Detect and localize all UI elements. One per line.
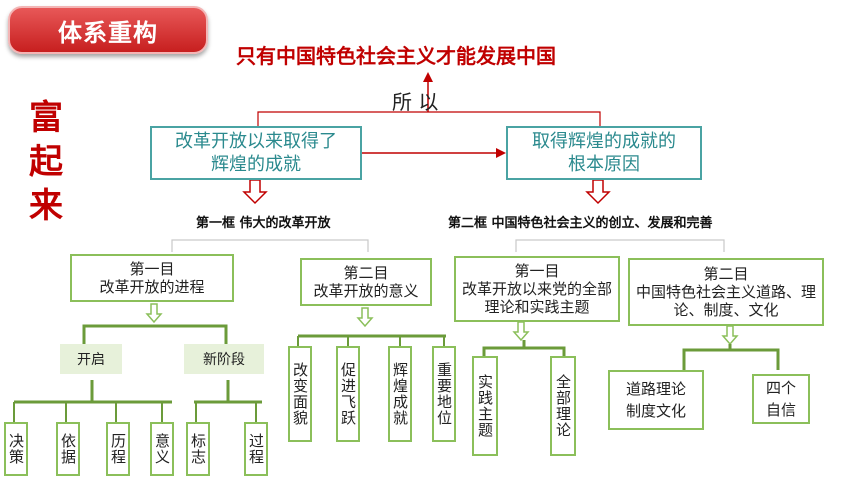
tree-mu4 (682, 348, 780, 370)
right-box-line1: 取得辉煌的成就的 (532, 131, 676, 152)
leaf-gaibianmianmao: 改变面貌 (288, 346, 312, 442)
leaf-guocheng: 过程 (244, 422, 268, 476)
leaf-yiju: 依据 (56, 422, 80, 476)
tree-mu3 (482, 346, 566, 356)
side-char-2: 起 (29, 142, 63, 182)
pill-xinjieduan: 新阶段 (184, 344, 264, 374)
down-arrow-left (242, 179, 268, 205)
leaf-yiyi: 意义 (150, 422, 174, 476)
leaf-licheng: 历程 (106, 422, 130, 476)
leaf-cujinfeiyue: 促进飞跃 (336, 346, 360, 442)
mu3-line1: 第一目 (514, 262, 560, 280)
side-label: 富 起 来 (28, 96, 64, 228)
left-achievement-box: 改革开放以来取得了 辉煌的成就 (150, 126, 362, 180)
mu3-line2: 改革开放以来党的全部理论和实践主题 (461, 280, 612, 316)
leaf-huihuangchengjiu: 辉煌成就 (388, 346, 412, 442)
mu-box-2: 第二目 改革开放的意义 (300, 258, 432, 306)
side-char-1: 富 (29, 98, 63, 138)
mu1-line2: 改革开放的进程 (99, 278, 205, 296)
kuang1-title: 第一框 伟大的改革开放 (196, 216, 331, 231)
arrowhead-right (496, 148, 506, 158)
pill-kaiqi: 开启 (60, 344, 122, 374)
mu-box-3: 第一目 改革开放以来党的全部理论和实践主题 (454, 256, 620, 322)
left-box-line1: 改革开放以来取得了 (175, 131, 337, 152)
leaf-quanbulilun: 全部理论 (550, 356, 576, 456)
arrowhead-up (423, 72, 433, 82)
down-arrow-mu1 (145, 303, 163, 324)
kuang1-bracket (171, 239, 369, 252)
leaf-shijianzhuti: 实践主题 (472, 356, 498, 456)
mu2-line1: 第二目 (343, 264, 389, 282)
main-title: 只有中国特色社会主义才能发展中国 (236, 44, 556, 68)
suoyi-label: 所 以 (392, 90, 439, 114)
kuang2-title: 第二框 中国特色社会主义的创立、发展和完善 (448, 216, 713, 231)
mu-box-4: 第二目 中国特色社会主义道路、理论、制度、文化 (628, 258, 824, 326)
leaf-biaozhi: 标志 (186, 422, 210, 476)
daolu-line2: 制度文化 (625, 402, 686, 420)
down-arrow-right (585, 179, 611, 205)
leaf-juece: 决策 (4, 422, 28, 476)
leaf-zhongyaodiwei: 重要地位 (432, 346, 456, 442)
mu2-line2: 改革开放的意义 (313, 282, 419, 300)
section-badge: 体系重构 (8, 6, 208, 54)
suoyi-bracket (257, 111, 601, 126)
daolu-line1: 道路理论 (625, 380, 686, 398)
mu4-line1: 第二目 (703, 265, 749, 283)
right-box-line2: 根本原因 (568, 154, 640, 175)
down-arrow-mu2 (356, 307, 374, 328)
right-reason-box: 取得辉煌的成就的 根本原因 (506, 126, 702, 180)
down-arrow-mu4 (721, 325, 739, 346)
side-char-3: 来 (29, 186, 63, 226)
left-box-line2: 辉煌的成就 (211, 154, 301, 175)
kuang2-bracket (515, 239, 725, 252)
down-arrow-mu3 (512, 321, 530, 342)
leaf-sige-zixin: 四个 自信 (752, 374, 810, 424)
mu1-line1: 第一目 (129, 260, 175, 278)
mu4-line2: 中国特色社会主义道路、理论、制度、文化 (636, 283, 817, 319)
leaf-daolu-lilun: 道路理论 制度文化 (608, 370, 704, 430)
tree-mu1 (82, 324, 228, 344)
sige-line2: 自信 (765, 401, 796, 419)
sige-line1: 四个 (765, 379, 796, 397)
mu-box-1: 第一目 改革开放的进程 (70, 254, 234, 302)
